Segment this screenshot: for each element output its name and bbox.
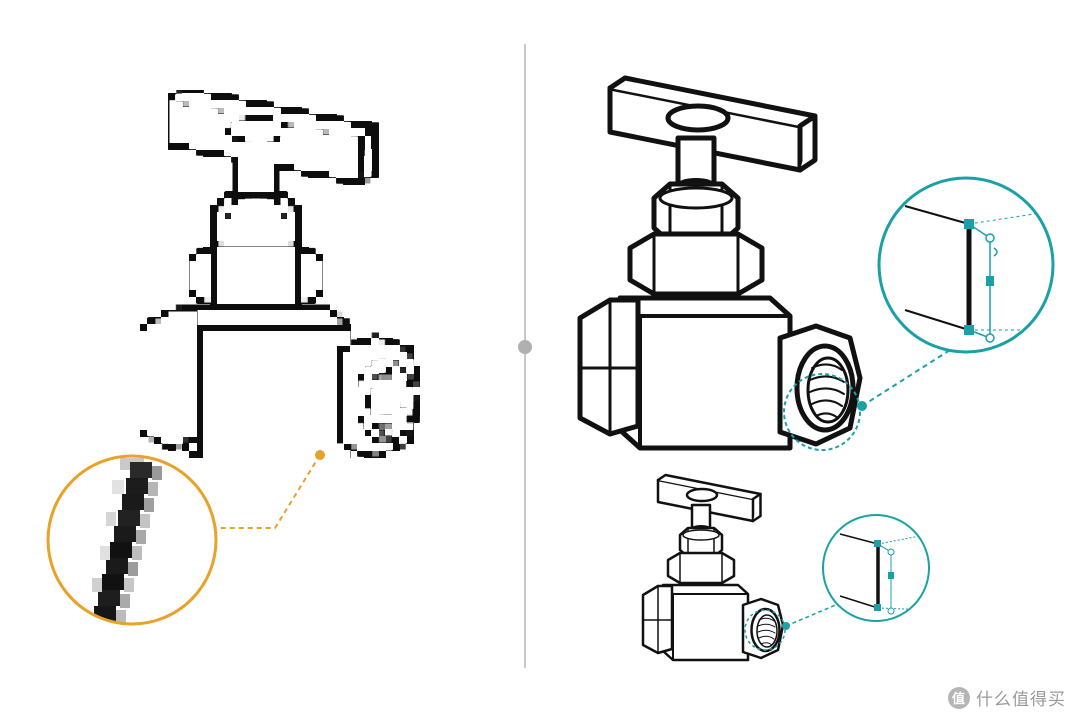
- vector-valve-small: [641, 473, 785, 662]
- right-zoom-callout: [877, 176, 1055, 354]
- vector-line-closeup: [904, 205, 1053, 343]
- small-zoom-callout: [822, 514, 930, 622]
- pixelated-valve: [140, 90, 420, 460]
- large-port-highlight: [783, 373, 861, 451]
- watermark-text: 什么值得买: [976, 690, 1066, 710]
- pixelated-line-closeup: [92, 458, 162, 624]
- small-port-highlight: [744, 609, 786, 651]
- right-callout-connector: [857, 349, 951, 411]
- left-callout-connector: [216, 450, 325, 529]
- smzdm-logo-icon: 值: [948, 686, 970, 709]
- watermark: 值 什么值得买: [948, 685, 1066, 710]
- left-zoom-callout: [46, 454, 218, 626]
- vector-valve-large: [580, 78, 860, 448]
- small-callout-connector: [782, 603, 839, 630]
- divider-handle[interactable]: [518, 340, 532, 354]
